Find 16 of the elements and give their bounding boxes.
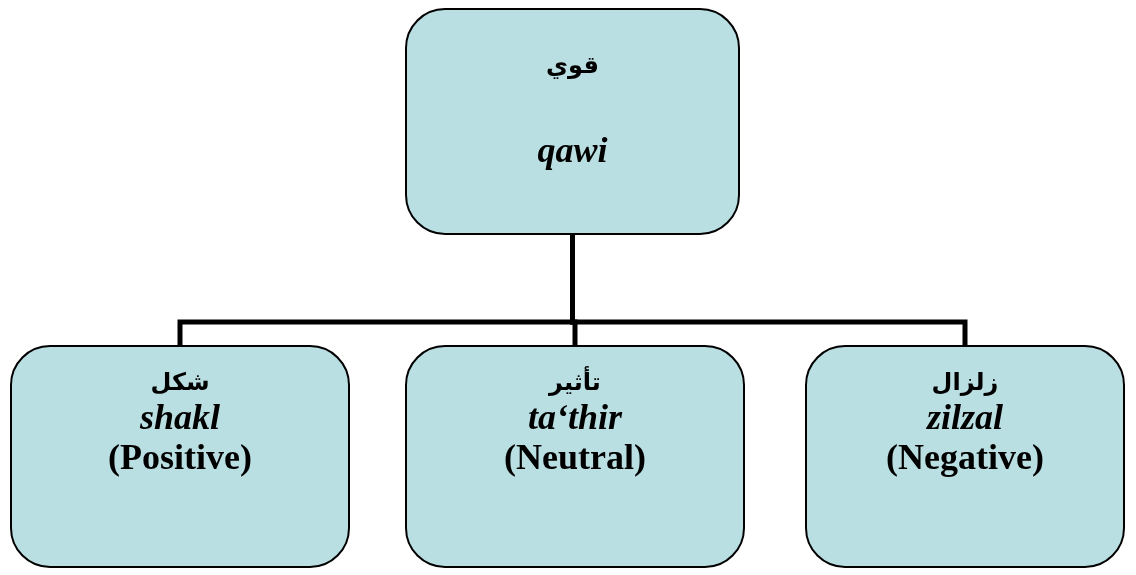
connector-line <box>570 235 968 345</box>
transliteration: qawi <box>537 130 608 170</box>
gloss-text: (Positive) <box>108 437 252 477</box>
rounded-box <box>405 345 745 568</box>
arabic-word: شكل <box>150 367 210 397</box>
transliteration: zilzal <box>927 397 1003 437</box>
gloss-text: (Negative) <box>886 437 1044 477</box>
rounded-box <box>10 345 350 568</box>
arabic-word: تأثير <box>549 367 601 397</box>
transliteration: ta‘thir <box>528 397 622 437</box>
rounded-box <box>805 345 1125 568</box>
transliteration: shakl <box>139 397 220 437</box>
gloss-text: (Neutral) <box>504 437 646 477</box>
arabic-word: قوي <box>546 50 599 80</box>
arabic-word: زلزال <box>931 367 999 397</box>
rounded-box <box>405 8 740 235</box>
